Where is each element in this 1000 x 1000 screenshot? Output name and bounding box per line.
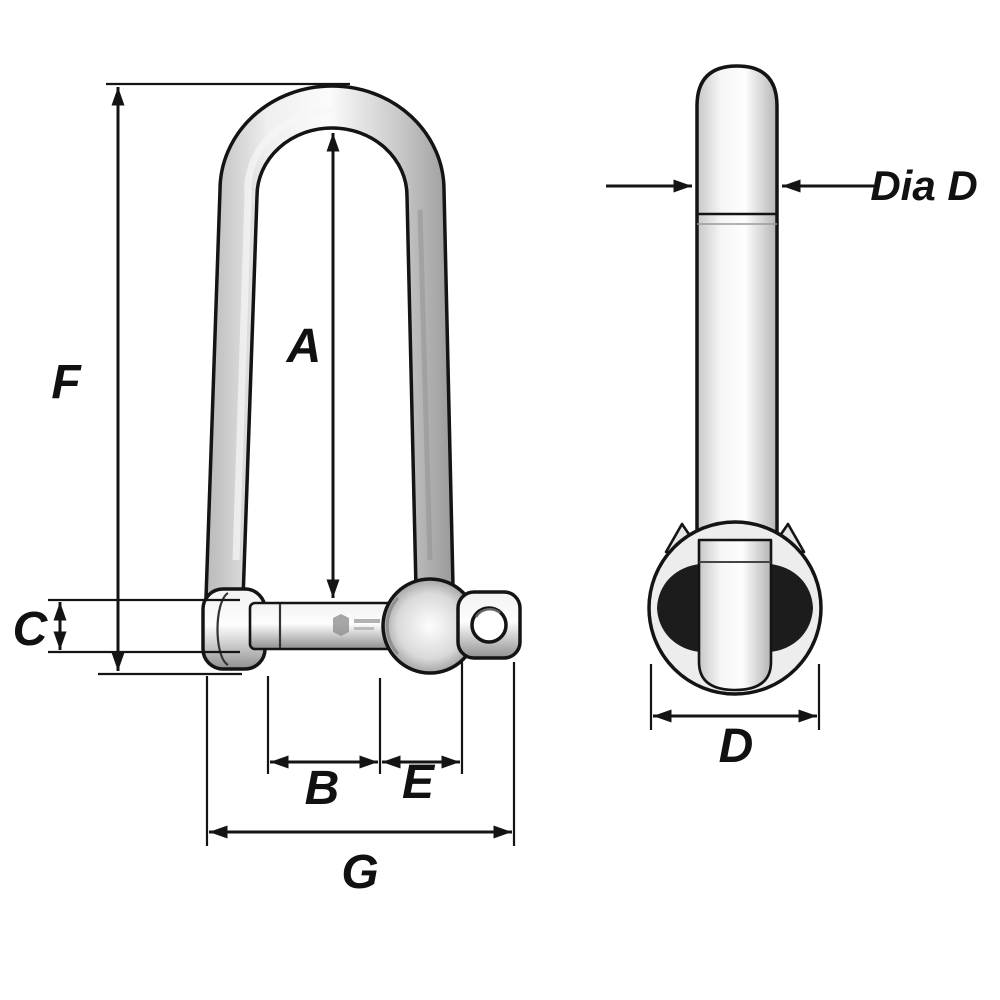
dimension-dia-d: Dia D (606, 162, 978, 209)
dimension-F: F (51, 82, 350, 676)
shackle-shade (417, 209, 433, 561)
pin-head-hole (470, 606, 508, 644)
boss-shade-arc (385, 597, 400, 655)
dimension-E: E (382, 662, 464, 809)
hole-shadow (474, 608, 501, 618)
side-pin-body (695, 64, 779, 550)
flange-face-line (216, 592, 229, 666)
shackle-front-view (201, 84, 522, 675)
dim-label-E: E (402, 756, 436, 809)
dim-label-F: F (51, 356, 82, 409)
dimension-G: G (205, 662, 516, 899)
pin-side-view (647, 64, 823, 696)
dim-label-G: G (341, 846, 378, 899)
dim-label-dia-d: Dia D (870, 162, 977, 209)
brand-mark (333, 614, 380, 636)
dimension-D: D (649, 664, 821, 773)
side-pin-through-eye (697, 538, 773, 692)
dimension-A: A (286, 133, 340, 598)
eye-gap-right (769, 564, 813, 652)
dim-label-A: A (286, 320, 322, 373)
eye-gap-left (657, 564, 701, 652)
dim-label-D: D (719, 720, 754, 773)
dim-label-B: B (305, 762, 340, 815)
dimension-C: C (13, 598, 240, 656)
dimension-B: B (266, 676, 382, 815)
dim-label-C: C (13, 603, 49, 656)
shackle-highlight (232, 106, 333, 561)
